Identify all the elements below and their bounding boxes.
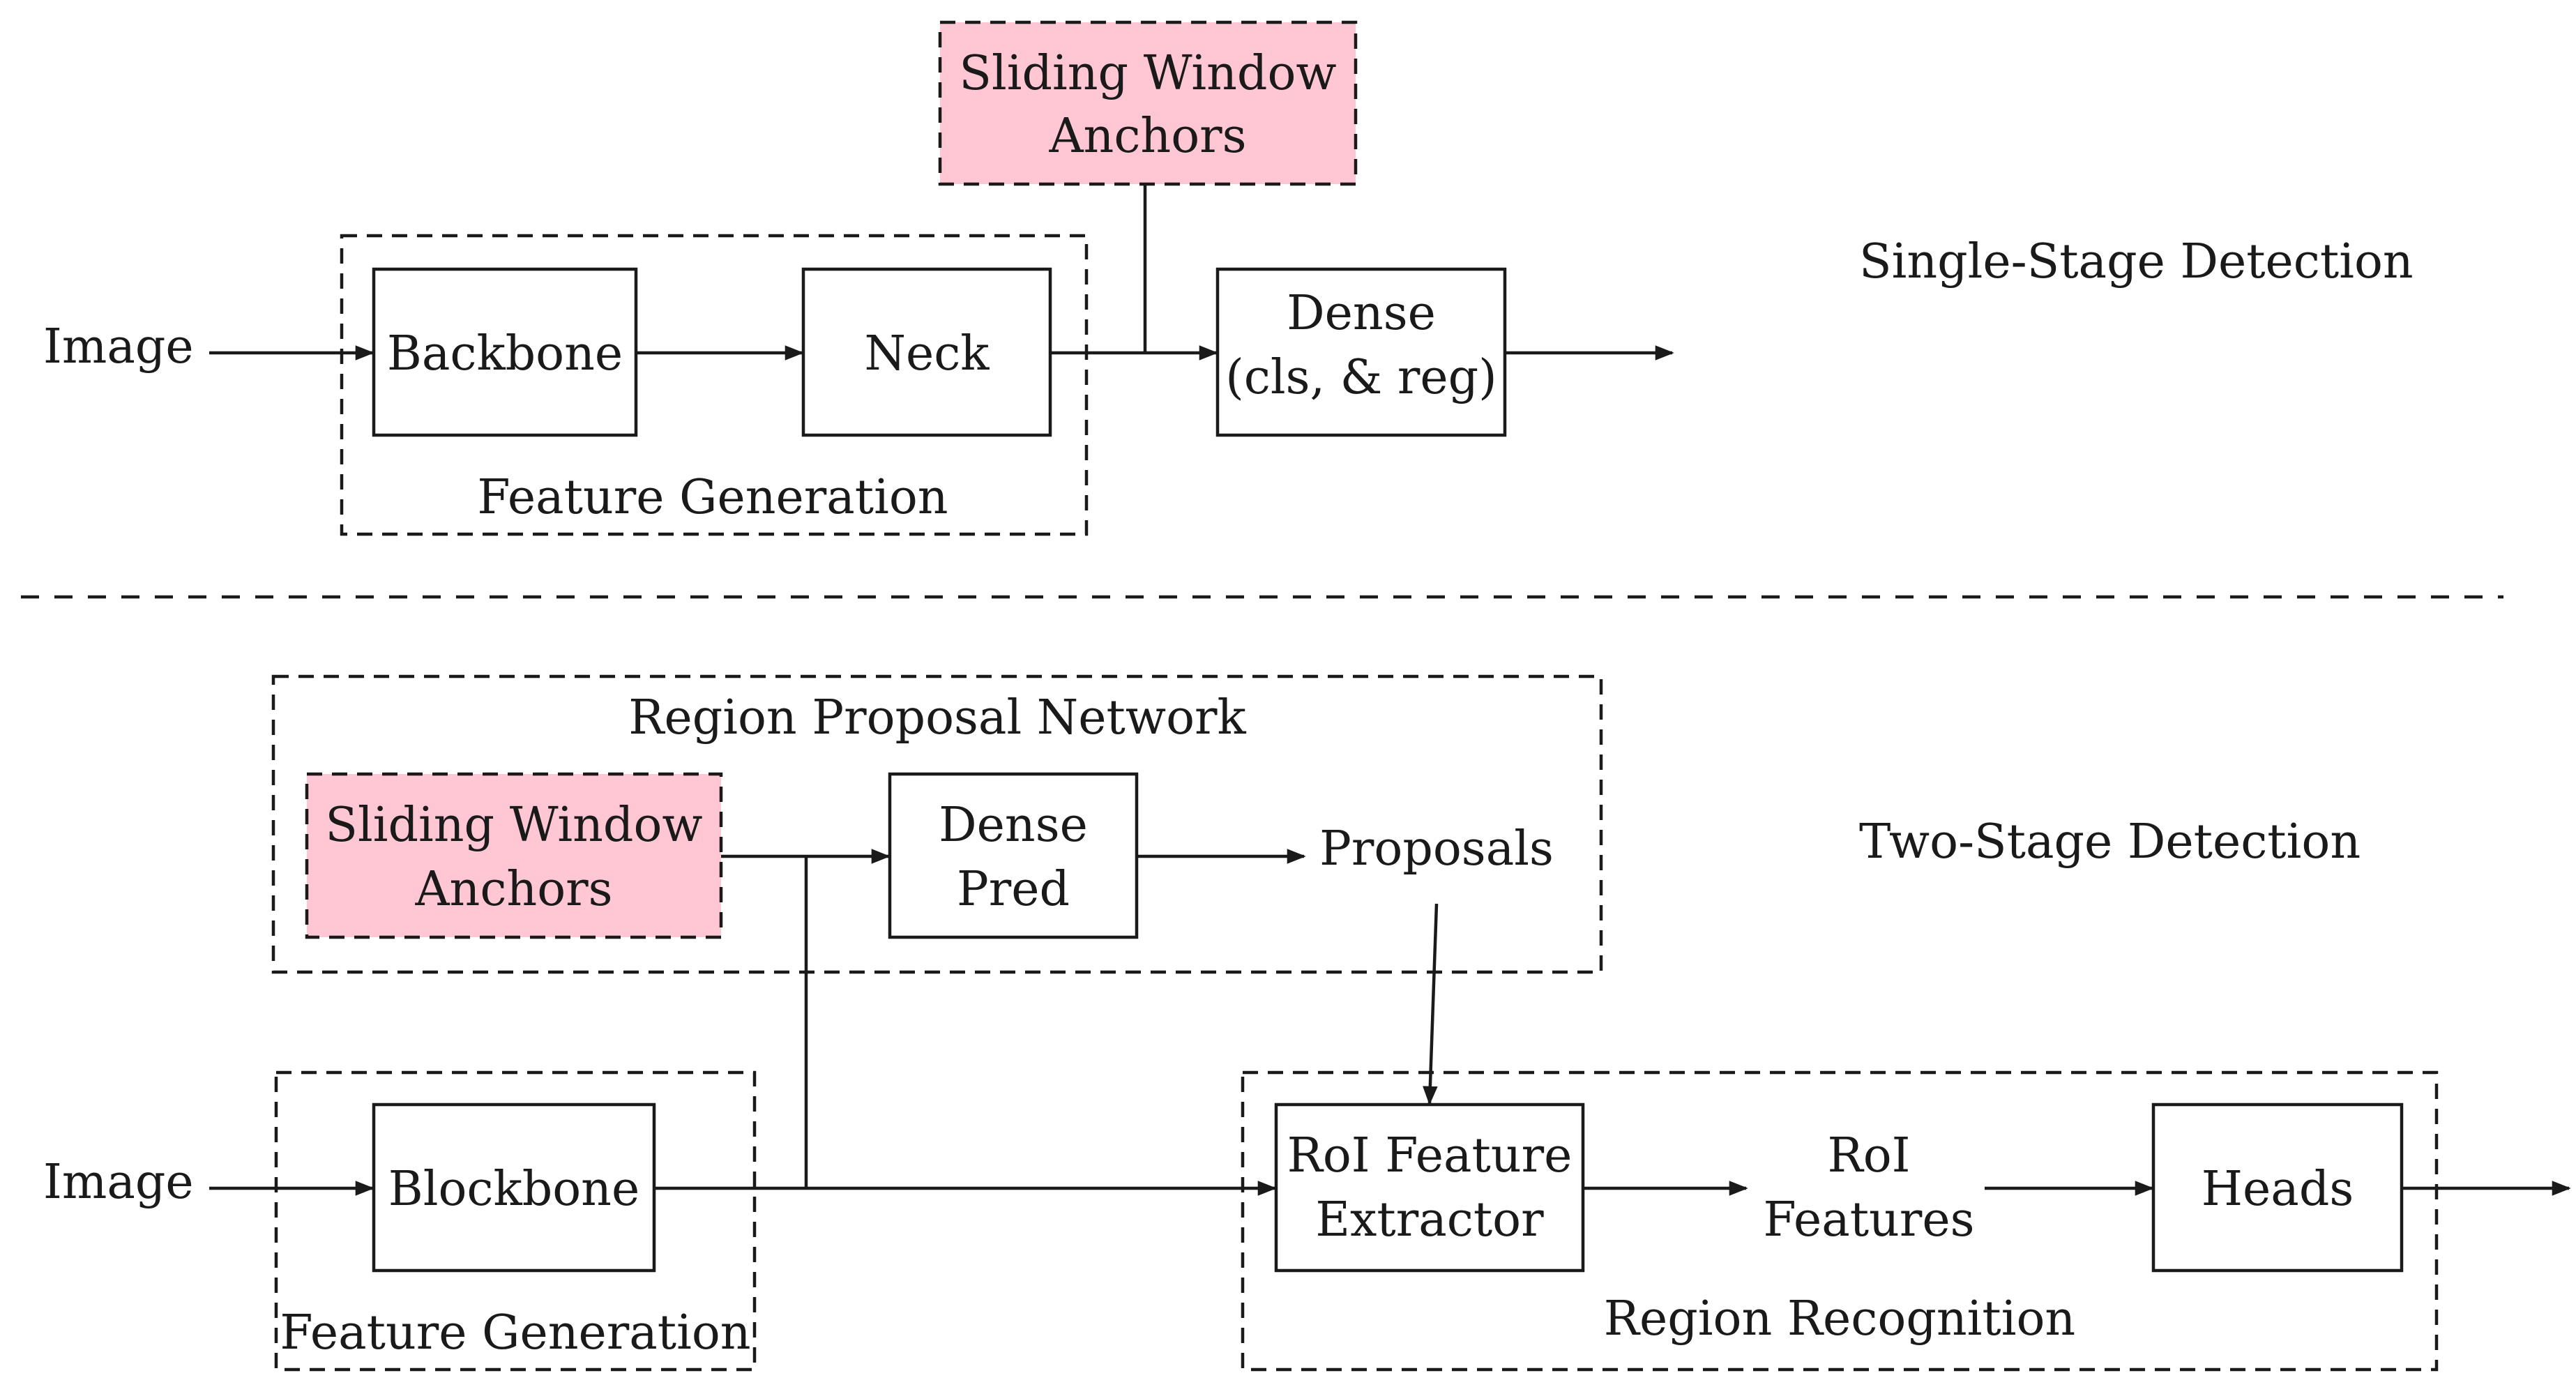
two-dense-pred-label-2: Pred xyxy=(957,862,1070,917)
two-feature-generation-label: Feature Generation xyxy=(280,1305,750,1361)
single-feature-generation-label: Feature Generation xyxy=(477,470,948,525)
roi-extractor-label-2: Extractor xyxy=(1315,1192,1544,1248)
region-recognition-group xyxy=(1241,1070,2439,1372)
roi-features-label: RoI xyxy=(1828,1128,1911,1183)
two-proposals-label: Proposals xyxy=(1319,821,1554,877)
single-stage-section: Feature Generation Sliding Window Anchor… xyxy=(43,20,2414,536)
roi-features-label-2: Features xyxy=(1763,1192,1974,1248)
single-neck-label: Neck xyxy=(864,326,990,381)
rpn-group-label: Region Proposal Network xyxy=(628,690,1246,745)
single-anchors-box xyxy=(938,20,1358,186)
single-dense-label-2: (cls, & reg) xyxy=(1225,350,1497,405)
single-dense-label: Dense xyxy=(1287,286,1436,341)
two-dense-pred-label: Dense xyxy=(939,798,1088,853)
rpn-group xyxy=(271,674,1603,974)
single-anchors-label: Sliding Window xyxy=(959,46,1336,101)
single-image-label: Image xyxy=(43,319,194,374)
single-stage-title: Single-Stage Detection xyxy=(1859,234,2414,289)
two-image-label: Image xyxy=(43,1155,194,1210)
roi-extractor-label: RoI Feature xyxy=(1287,1128,1573,1183)
single-feature-generation-group xyxy=(340,234,1089,536)
two-anchors-label: Sliding Window xyxy=(325,798,702,853)
two-anchors-label-2: Anchors xyxy=(414,862,612,917)
single-dense-box xyxy=(1215,267,1507,437)
two-feature-generation-group xyxy=(274,1070,757,1372)
two-arrow-proposals-extractor xyxy=(1423,903,1439,1105)
single-backbone-box xyxy=(372,267,638,437)
region-recognition-label: Region Recognition xyxy=(1604,1291,2075,1347)
two-backbone-label: Blockbone xyxy=(388,1162,639,1217)
heads-label: Heads xyxy=(2202,1162,2354,1217)
two-stage-section: Region Proposal Network Sliding Window A… xyxy=(43,674,2571,1372)
single-anchors-label-2: Anchors xyxy=(1048,109,1246,164)
single-backbone-label: Backbone xyxy=(387,326,623,381)
roi-extractor-box xyxy=(1274,1102,1585,1273)
two-anchors-box xyxy=(305,772,723,939)
two-dense-pred-box xyxy=(888,772,1139,939)
two-stage-title: Two-Stage Detection xyxy=(1859,814,2361,870)
